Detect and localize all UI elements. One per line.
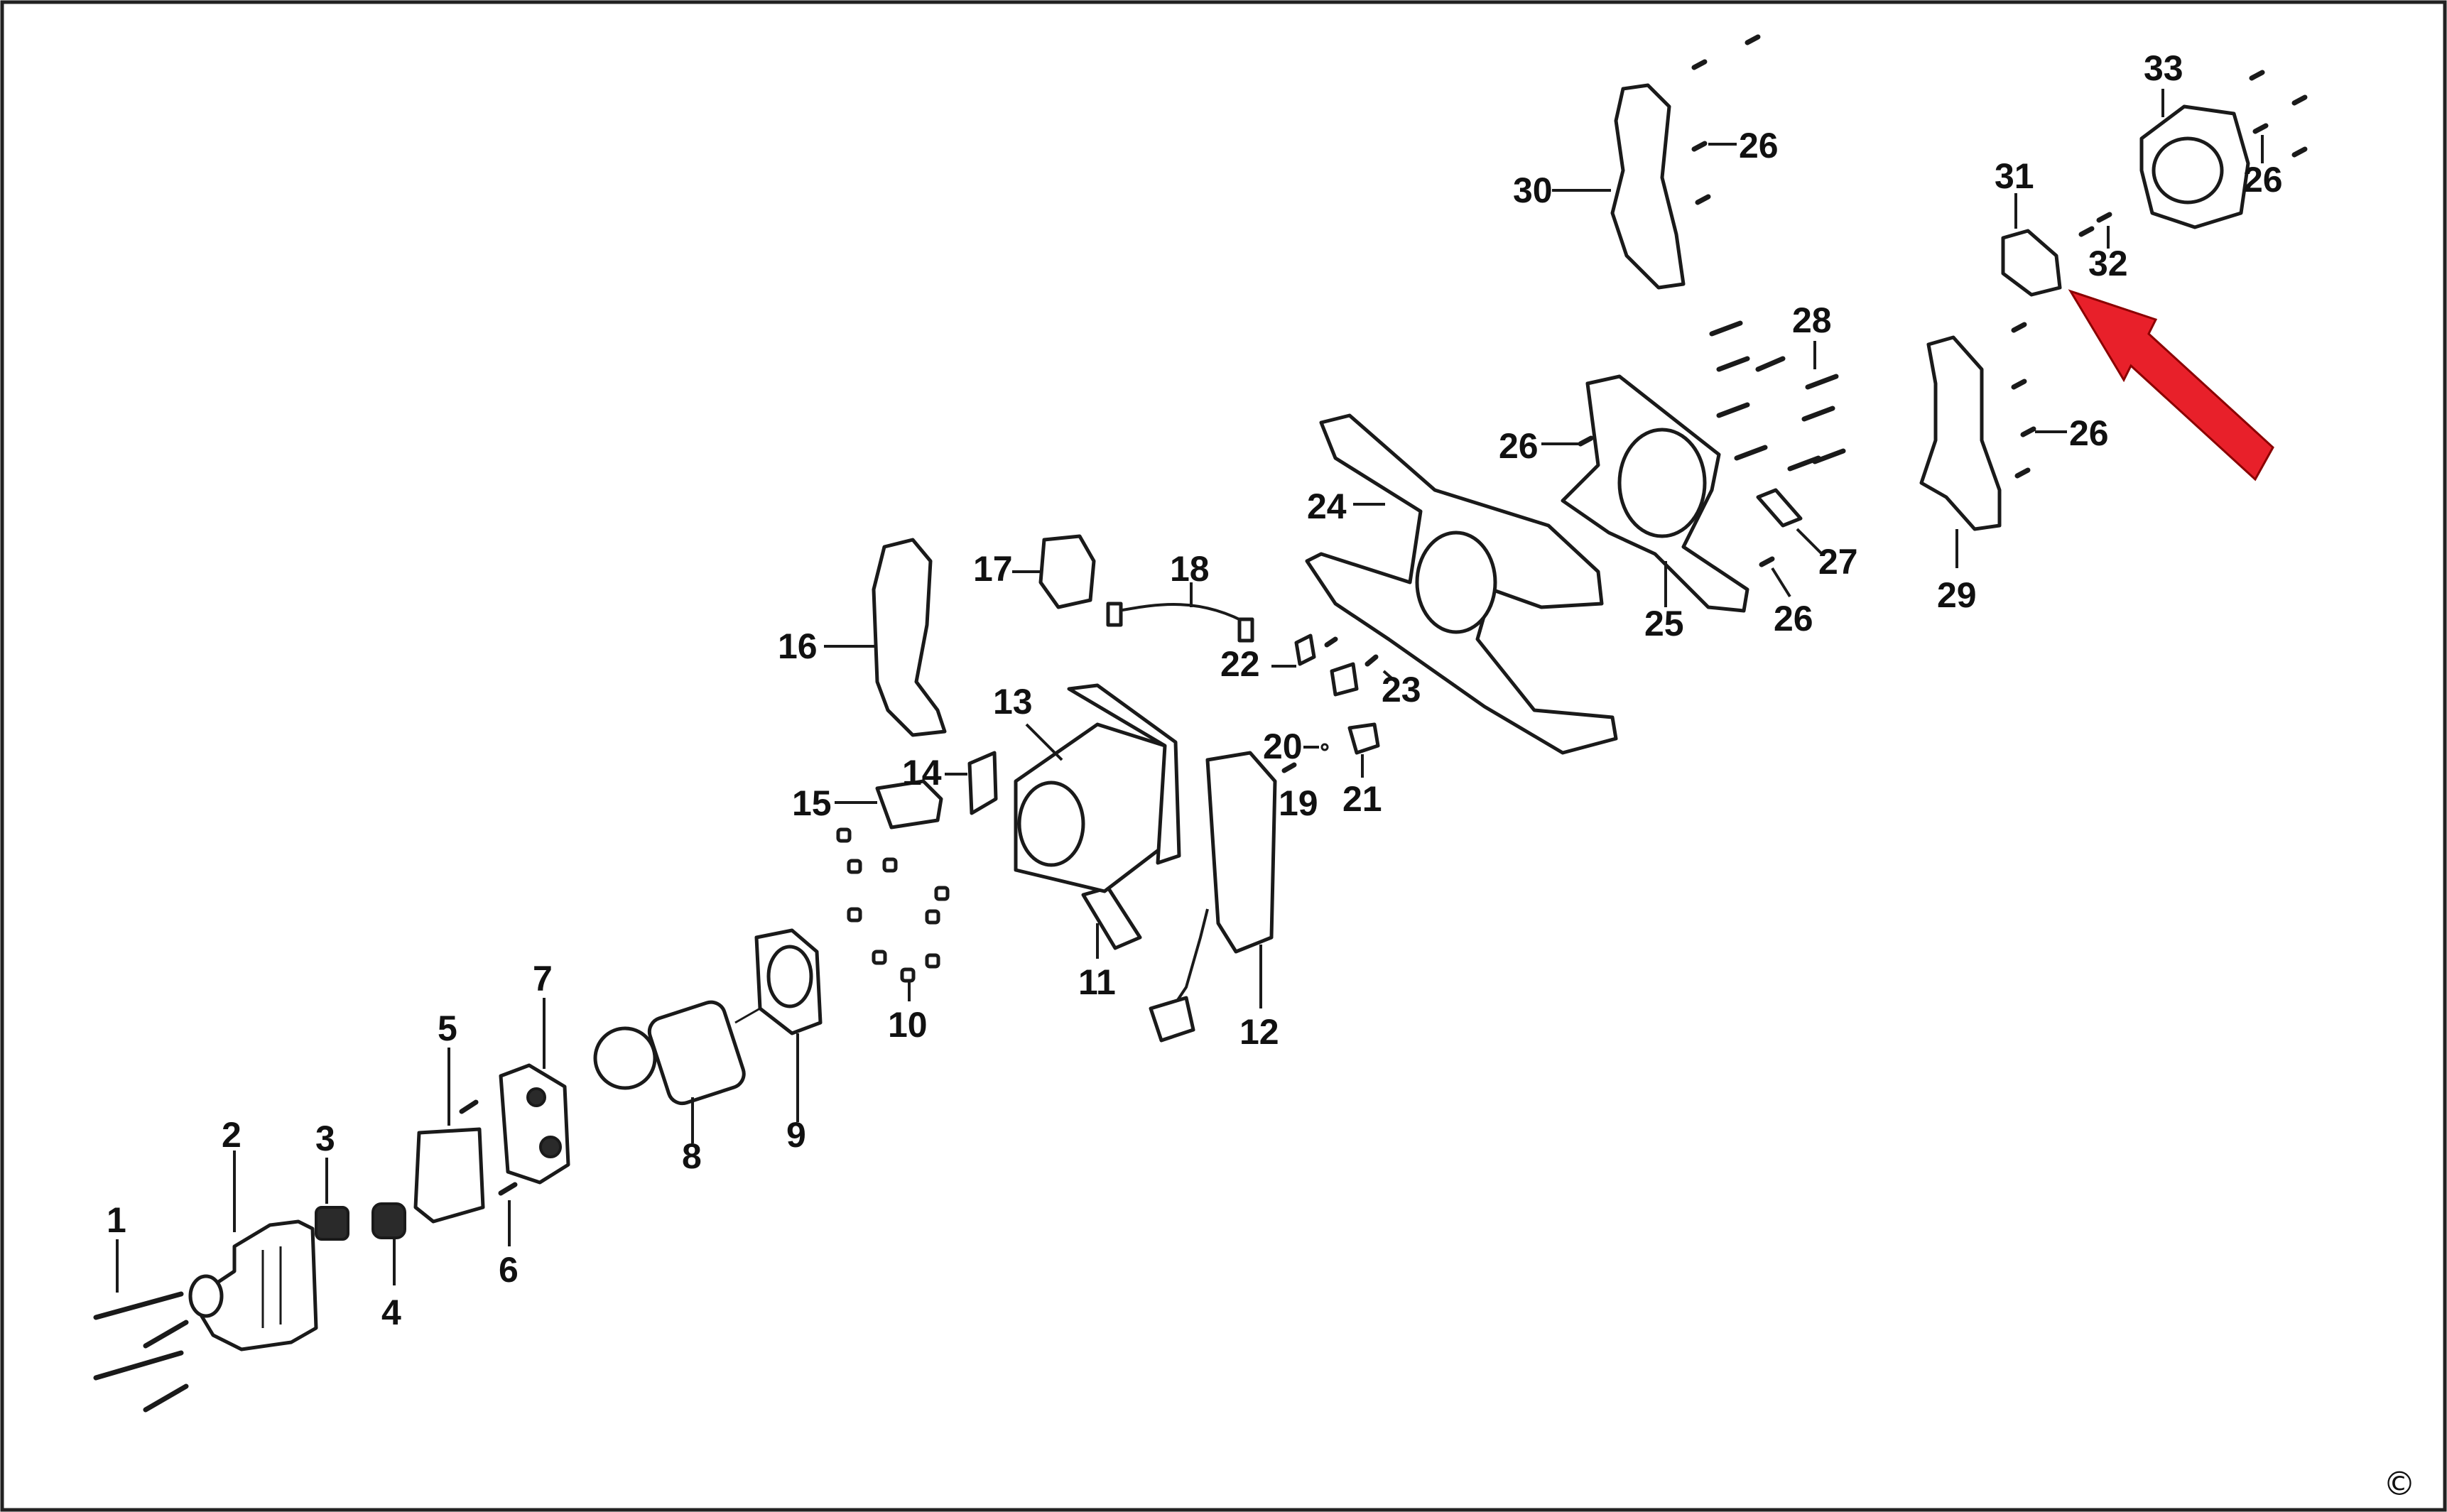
part-33-end-cap	[2139, 89, 2250, 229]
label-part-22: 22	[1220, 644, 1260, 684]
label-part-10: 10	[888, 1005, 928, 1045]
part-4-gear	[371, 1202, 406, 1285]
label-part-26-c: 26	[1774, 599, 1813, 638]
part-21-brush	[1347, 722, 1380, 778]
part-28-screws	[1709, 320, 1846, 472]
part-number-labels: 1 2 3 4 5 6 7 8 9 10 11 12 13 14 15 16 1…	[107, 48, 2283, 1332]
label-part-27: 27	[1818, 542, 1858, 582]
part-19-screw	[1281, 762, 1297, 773]
part-27-label	[1756, 488, 1823, 555]
part-17-switch	[1012, 534, 1096, 609]
part-20-spring	[1303, 743, 1329, 751]
label-part-28: 28	[1792, 300, 1832, 340]
label-part-12: 12	[1239, 1012, 1279, 1052]
part-11-cover	[1081, 886, 1142, 959]
label-part-14: 14	[902, 753, 942, 793]
label-part-4: 4	[381, 1293, 401, 1332]
label-part-2: 2	[222, 1115, 242, 1155]
label-part-25: 25	[1644, 604, 1684, 643]
label-part-15: 15	[792, 783, 832, 823]
label-part-31: 31	[1995, 156, 2034, 196]
label-part-26-a: 26	[1739, 126, 1779, 165]
part-16-handle-half	[824, 538, 947, 737]
part-18-wire	[1106, 582, 1254, 643]
label-part-19: 19	[1279, 783, 1318, 823]
part-9-baffle	[754, 928, 823, 1122]
part-30-handle-half	[1552, 83, 1686, 290]
label-part-18: 18	[1170, 549, 1210, 589]
label-part-3: 3	[315, 1119, 335, 1158]
part-24-frame-bracket	[1305, 413, 1618, 755]
label-part-17: 17	[973, 549, 1013, 589]
label-part-30: 30	[1513, 170, 1553, 210]
part-32-pins	[2078, 212, 2112, 249]
label-part-24: 24	[1307, 486, 1347, 526]
label-part-20: 20	[1263, 727, 1303, 766]
label-part-13: 13	[993, 682, 1033, 722]
copyright-mark: ©	[2383, 1464, 2416, 1503]
label-part-9: 9	[786, 1115, 806, 1155]
part-29-handle-half	[1919, 335, 2002, 568]
label-part-21: 21	[1342, 779, 1382, 819]
part-1-screws	[93, 1239, 189, 1413]
part-13-field-housing	[1014, 683, 1181, 893]
label-part-6: 6	[499, 1250, 519, 1290]
part-12-power-cord	[1149, 751, 1277, 1043]
red-pointer-arrow	[2068, 289, 2274, 482]
part-8-armature	[593, 1000, 761, 1143]
label-part-26-e: 26	[2243, 160, 2283, 200]
part-2-gear-housing	[188, 1151, 318, 1351]
part-3-gear	[315, 1158, 349, 1241]
part-6-pins	[459, 1099, 518, 1246]
part-7-bearing-plate	[499, 998, 570, 1185]
part-23-brush-holder	[1324, 636, 1397, 697]
label-part-23: 23	[1382, 670, 1421, 709]
part-26-screws	[1541, 34, 2308, 598]
label-part-11: 11	[1078, 962, 1116, 1002]
label-part-26-b: 26	[1499, 426, 1539, 466]
part-5-gasket	[413, 1048, 485, 1224]
label-part-8: 8	[682, 1136, 702, 1176]
part-22-brush-holder	[1271, 633, 1316, 668]
part-15-switch-cover	[835, 779, 943, 830]
part-31-switch	[2001, 193, 2062, 297]
part-14-label	[945, 751, 998, 815]
label-part-1: 1	[107, 1200, 126, 1240]
label-part-26-d: 26	[2069, 413, 2109, 453]
part-10-nuts	[836, 827, 950, 1001]
part-25-motor-bracket	[1561, 374, 1749, 613]
label-part-33: 33	[2144, 48, 2183, 88]
label-part-32: 32	[2088, 244, 2128, 283]
label-part-16: 16	[778, 626, 818, 666]
label-part-29: 29	[1937, 575, 1977, 615]
label-part-7: 7	[533, 959, 553, 999]
label-part-5: 5	[438, 1008, 457, 1048]
